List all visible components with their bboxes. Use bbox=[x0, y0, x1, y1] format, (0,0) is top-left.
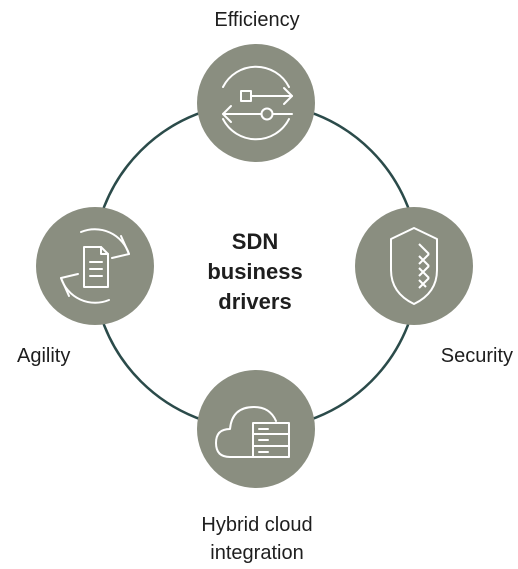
center-title-line2: business bbox=[207, 259, 303, 284]
center-title-line3: drivers bbox=[218, 289, 292, 314]
security-node bbox=[355, 207, 473, 325]
agility-node-circle bbox=[36, 207, 154, 325]
center-title-line1: SDN bbox=[231, 229, 279, 254]
shield-icon bbox=[390, 227, 438, 305]
transfer-arrows-icon bbox=[222, 65, 293, 141]
hybrid-cloud-label-line2: integration bbox=[210, 542, 304, 564]
cloud-server-icon bbox=[215, 406, 290, 458]
efficiency-node-circle bbox=[197, 44, 315, 162]
security-label: Security bbox=[440, 345, 513, 367]
agility-label: Agility bbox=[17, 345, 71, 367]
efficiency-label: Efficiency bbox=[214, 9, 300, 31]
hybrid-cloud-label-line1: Hybrid cloud bbox=[201, 514, 313, 536]
security-node-circle bbox=[355, 207, 473, 325]
center-title: SDN business drivers bbox=[155, 227, 355, 317]
document-cycle-icon bbox=[60, 228, 130, 304]
efficiency-node bbox=[197, 44, 315, 162]
hybrid-cloud-node bbox=[197, 370, 315, 488]
hybrid-cloud-label: Hybrid cloud integration bbox=[0, 511, 514, 567]
agility-node bbox=[36, 207, 154, 325]
